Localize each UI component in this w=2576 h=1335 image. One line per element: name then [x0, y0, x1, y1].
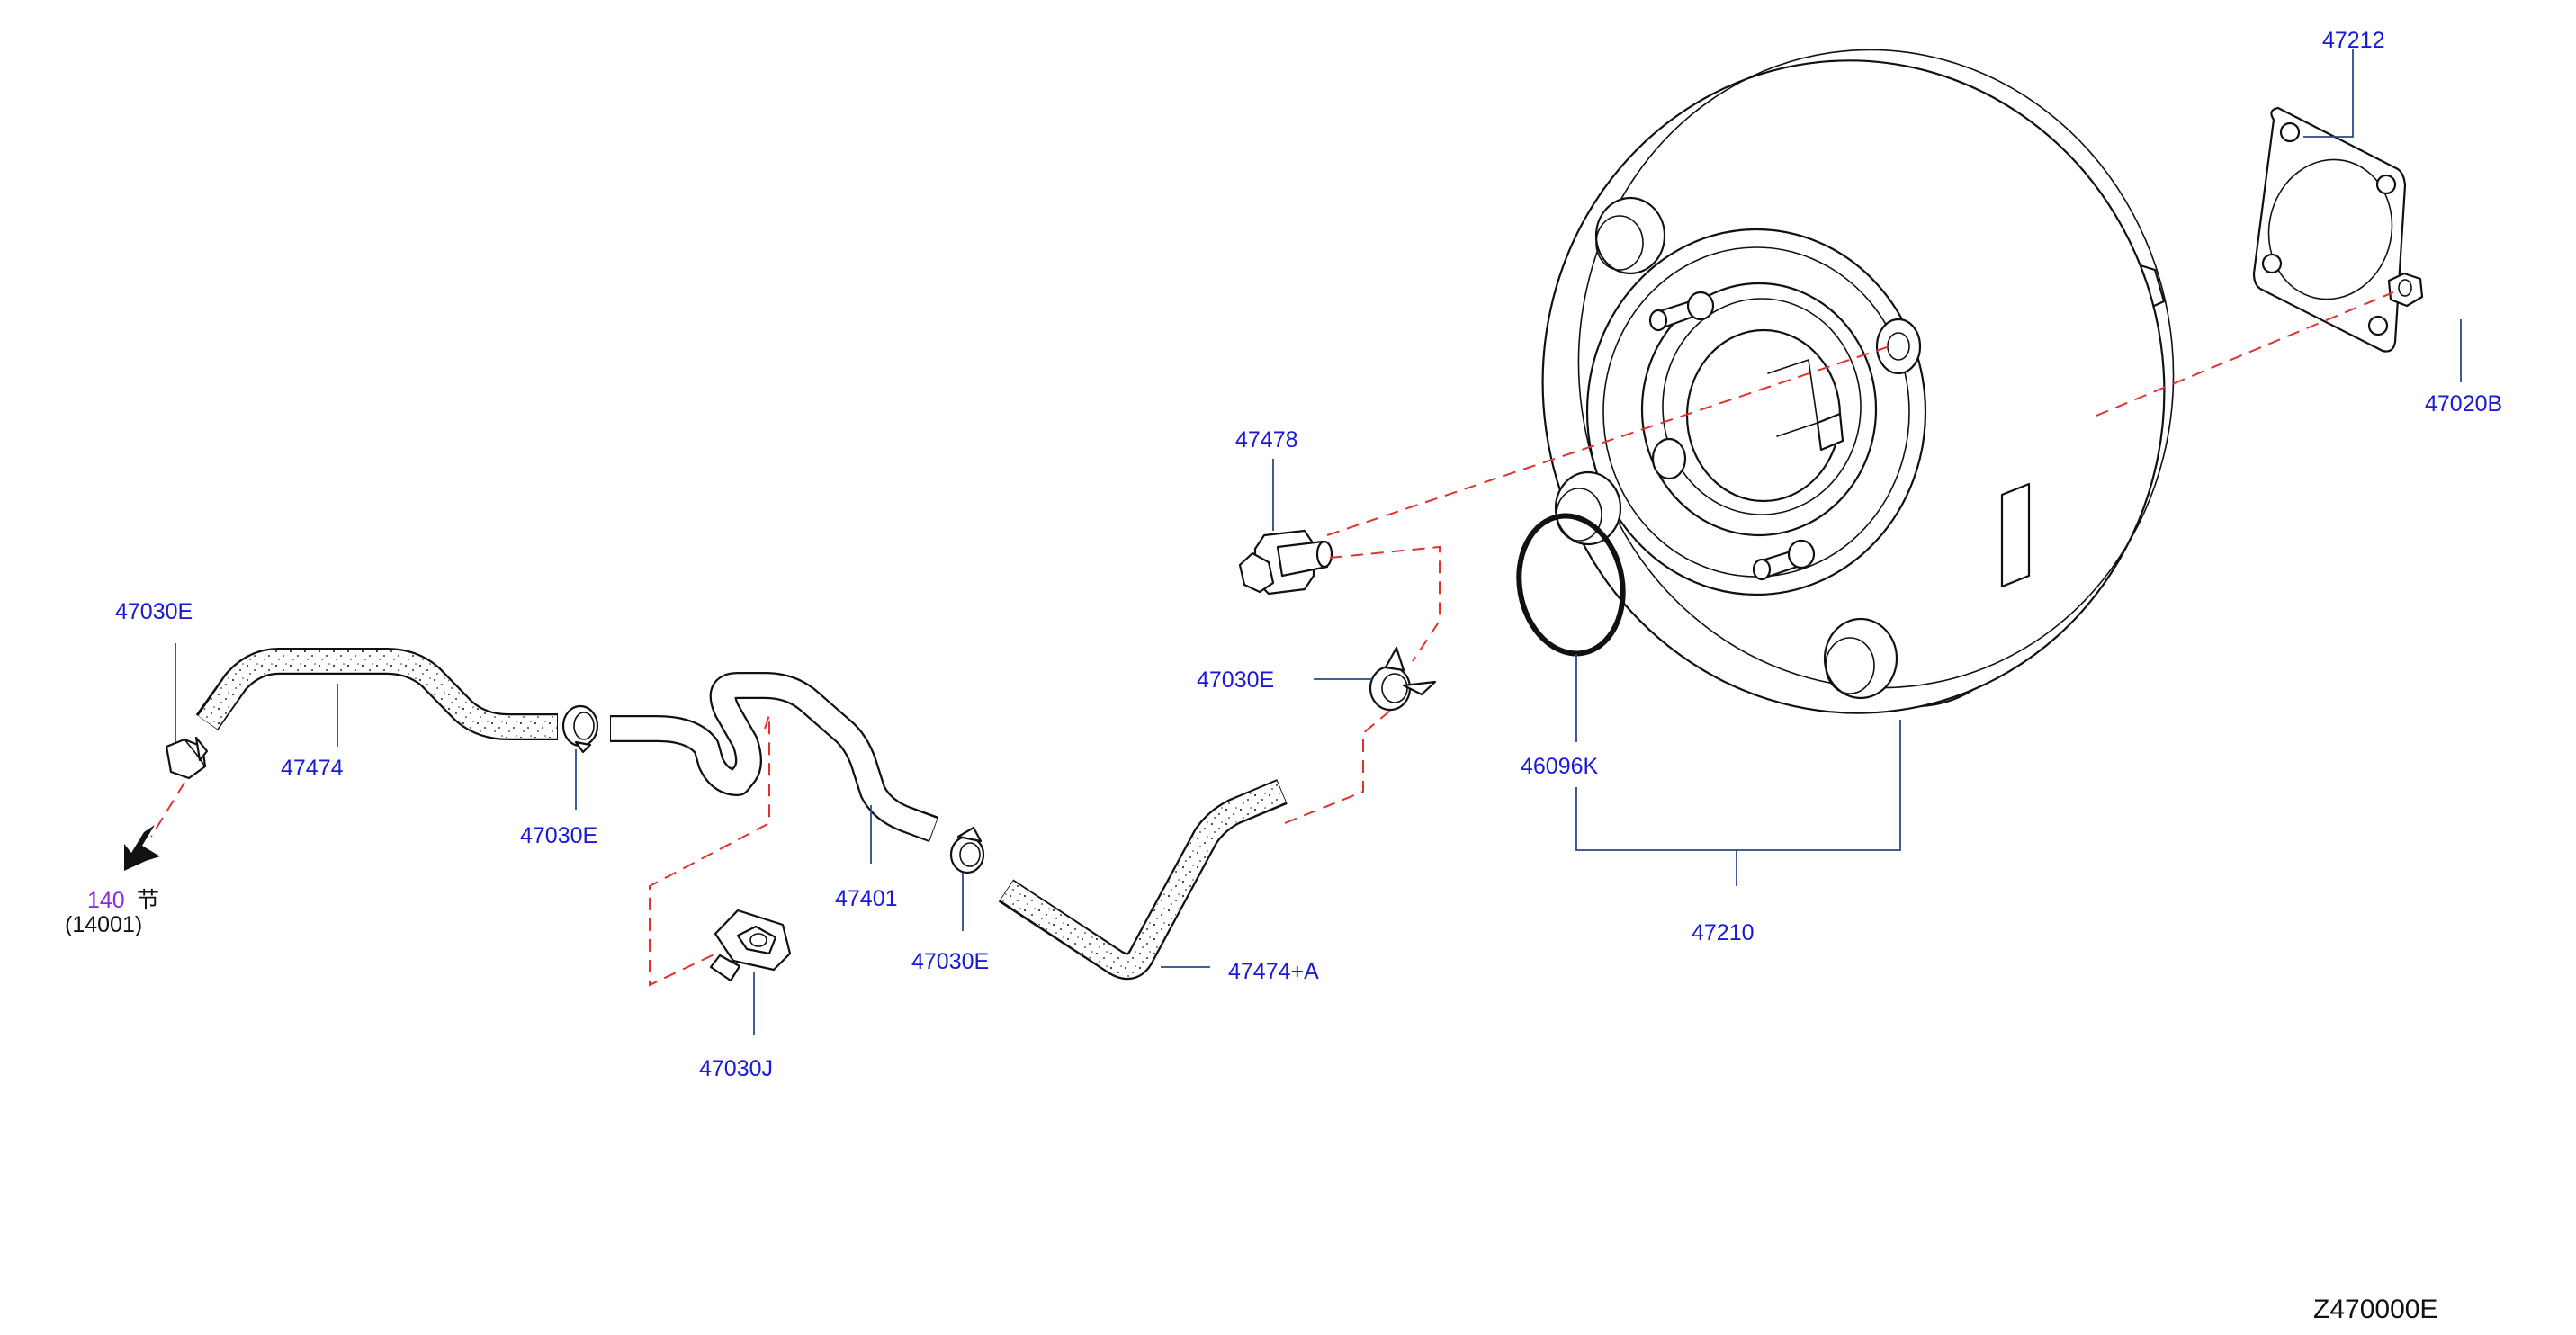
- reference-arrow-icon: [124, 825, 160, 871]
- check-valve-47478: [1238, 529, 1333, 596]
- clip-47030E-right: [1369, 646, 1437, 712]
- nut-47020B: [2387, 272, 2424, 308]
- leader-lines: [175, 49, 2462, 1035]
- ref-section-glyph: 节: [137, 888, 159, 913]
- hose-47401: [610, 672, 939, 843]
- clip-47030E-top-left: [165, 736, 209, 780]
- label-47030J: 47030J: [699, 1056, 773, 1081]
- label-47474-A: 47474+A: [1228, 959, 1319, 984]
- assembly-lines: [150, 291, 2394, 987]
- label-47030E-right: 47030E: [1197, 668, 1274, 693]
- clip-47030J: [709, 909, 792, 982]
- label-47478: 47478: [1235, 427, 1298, 452]
- label-47030E-top-left: 47030E: [115, 599, 193, 624]
- label-47020B: 47020B: [2425, 391, 2502, 417]
- ref-part-number: (14001): [65, 912, 142, 937]
- label-47401: 47401: [835, 886, 898, 911]
- label-47210: 47210: [1692, 920, 1755, 945]
- clip-47030E-low: [949, 826, 985, 874]
- label-46096K: 46096K: [1521, 754, 1599, 779]
- brake-booster-47210: [1541, 49, 2175, 714]
- ref-section-number[interactable]: 140: [87, 888, 125, 913]
- hose-47474: [195, 648, 558, 740]
- hose-47474-A: [998, 779, 1288, 981]
- part-labels: 47212 47020B 47478 47030E 47474 47030E 4…: [65, 28, 2502, 1324]
- gasket-47212: [2252, 106, 2407, 353]
- clip-47030E-mid: [561, 704, 599, 754]
- label-47030E-mid: 47030E: [520, 823, 597, 848]
- diagram-code: Z470000E: [2313, 1295, 2437, 1324]
- label-47474: 47474: [281, 756, 344, 781]
- o-ring-46096K: [1516, 513, 1626, 657]
- label-47030E-low: 47030E: [911, 949, 989, 974]
- label-47212: 47212: [2322, 28, 2385, 53]
